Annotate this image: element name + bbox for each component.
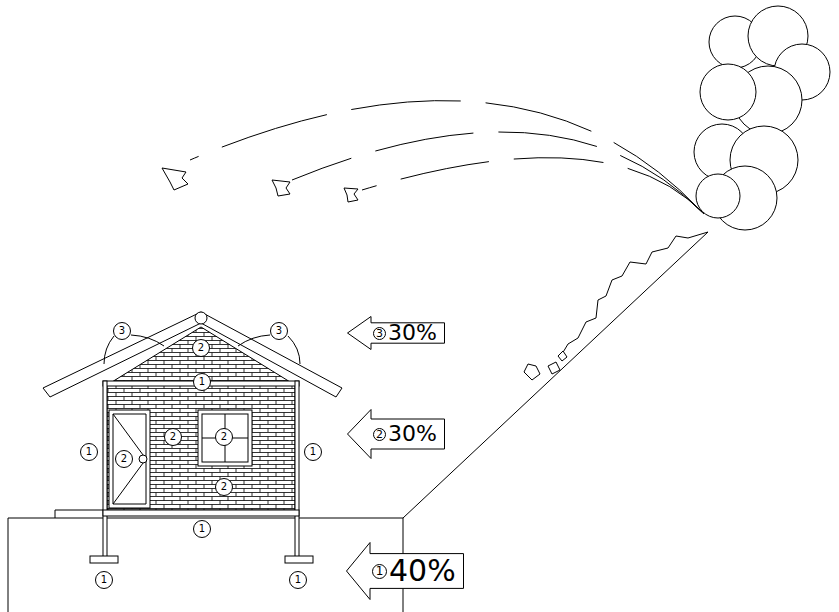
platform-step	[55, 510, 103, 518]
smoke-cloud	[694, 6, 830, 230]
debris-trajectory	[190, 101, 700, 210]
ground-outline	[8, 518, 403, 612]
debris-trajectory	[362, 158, 704, 214]
callout-number: 1	[304, 443, 322, 461]
percentage: 30%	[388, 423, 437, 445]
callout-number: 2	[164, 428, 182, 446]
house	[43, 312, 342, 563]
force-arrow: 140%	[346, 542, 464, 600]
callout-number: 1	[95, 571, 113, 589]
percentage: 40%	[389, 556, 456, 586]
slope-line	[403, 232, 708, 518]
percentage: 30%	[388, 322, 437, 344]
force-arrow: 330%	[347, 316, 445, 350]
arrow-shape	[347, 543, 464, 600]
force-arrow: 230%	[347, 409, 445, 459]
callout-number: 1	[193, 373, 211, 391]
callout-number: 2	[373, 428, 386, 441]
callout-number: 1	[289, 571, 307, 589]
callout-number: 2	[192, 339, 210, 357]
arrow-shape	[348, 317, 445, 350]
callout-number: 1	[193, 520, 211, 538]
callout-number: 3	[113, 322, 131, 340]
callout-number: 3	[270, 322, 288, 340]
arrow-shape	[348, 410, 445, 459]
lava-line	[562, 232, 708, 354]
callout-number: 1	[372, 564, 387, 579]
callout-number: 2	[115, 450, 133, 468]
callout-number: 2	[215, 428, 233, 446]
callout-number: 3	[373, 327, 386, 340]
callout-number: 1	[80, 443, 98, 461]
debris-trajectory	[292, 132, 702, 212]
callout-number: 2	[215, 478, 233, 496]
